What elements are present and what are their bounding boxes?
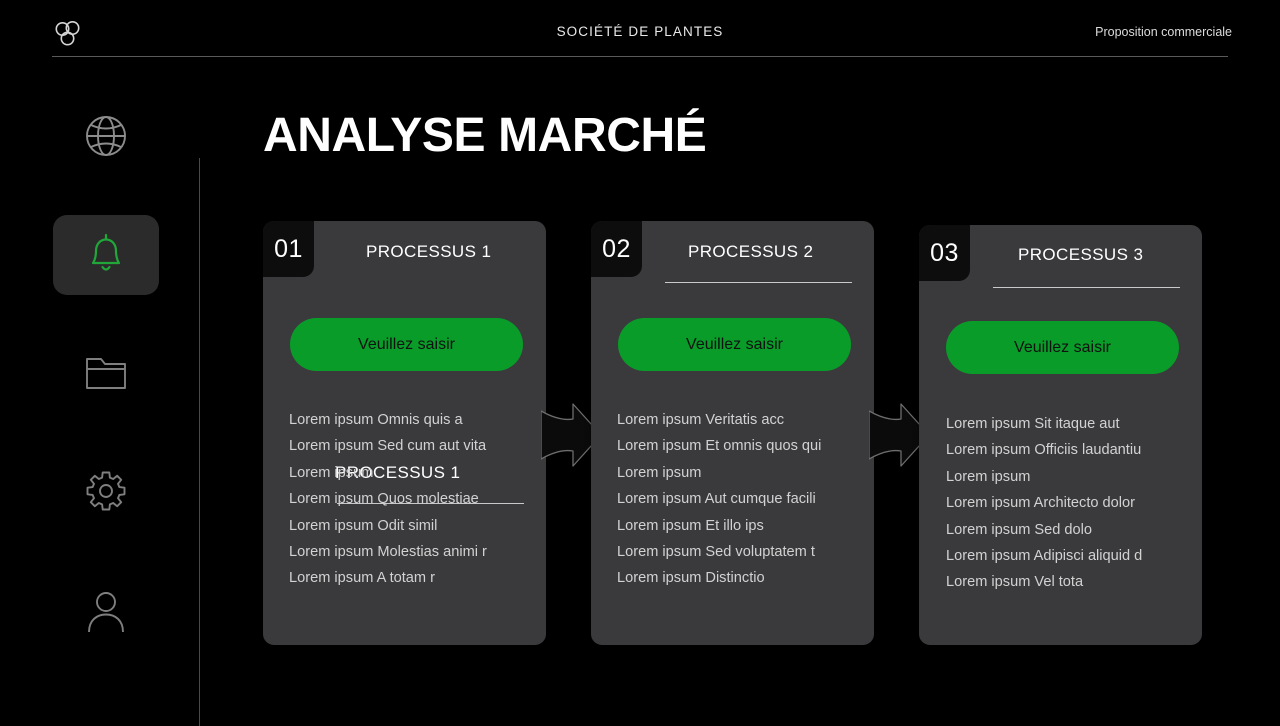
list-item: Lorem ipsum Molestias animi r — [289, 544, 487, 561]
sidebar-divider — [199, 158, 200, 726]
flow-connector-2 — [868, 398, 931, 472]
list-item: Lorem ipsum Sed voluptatem t — [617, 544, 815, 561]
card-item-list-1: Lorem ipsum Omnis quis a Lorem ipsum Sed… — [289, 407, 487, 592]
sidebar-item-notifications[interactable] — [53, 215, 159, 295]
list-item: Lorem ipsum Architecto dolor — [946, 495, 1135, 512]
gear-icon — [82, 467, 130, 520]
sidebar-item-account[interactable] — [53, 575, 159, 651]
card-heading: PROCESSUS 1 — [335, 463, 461, 482]
user-icon — [83, 587, 129, 640]
list-item: Lorem ipsum Vel tota — [946, 574, 1084, 591]
list-item: Lorem ipsum Distinctio — [617, 570, 765, 587]
arrow-right-icon — [868, 403, 930, 467]
process-card-1[interactable]: 01 PROCESSUS 1 Veuillez saisir Lorem ips… — [263, 221, 546, 645]
list-item: Lorem ipsum — [617, 464, 702, 481]
arrow-right-icon — [540, 403, 602, 467]
list-item: Lorem ipsum Officiis laudantiu — [946, 442, 1142, 459]
sidebar-item-globe[interactable] — [53, 100, 159, 176]
list-item: Lorem ipsum Aut cumque facili — [617, 491, 816, 508]
list-item: Lorem ipsum — [289, 464, 374, 481]
folder-icon — [83, 352, 129, 399]
sidebar — [0, 70, 200, 726]
process-card-3[interactable]: 03 Veuillez saisir Lorem ipsum Sit itaqu… — [919, 225, 1202, 645]
card-heading-2: PROCESSUS 2 — [688, 242, 814, 261]
card-heading-3: PROCESSUS 3 — [1018, 245, 1144, 264]
top-header: SOCIÉTÉ DE PLANTES Proposition commercia… — [0, 0, 1280, 58]
document-type-label: Proposition commerciale — [1095, 25, 1232, 39]
page-title: ANALYSE MARCHÉ — [263, 109, 707, 162]
sidebar-item-files[interactable] — [53, 337, 159, 413]
process-card-2[interactable]: 02 Veuillez saisir Lorem ipsum Veritatis… — [591, 221, 874, 645]
cta-button-2[interactable]: Veuillez saisir — [618, 318, 851, 371]
flow-connector-1 — [540, 398, 603, 472]
list-item: Lorem ipsum Sed cum aut vita — [289, 438, 487, 455]
card-heading-1: PROCESSUS 1 — [366, 242, 492, 261]
globe-icon — [82, 112, 130, 165]
list-item: Lorem ipsum — [946, 468, 1031, 485]
sidebar-item-settings[interactable] — [53, 455, 159, 531]
card-heading-underline — [337, 503, 524, 504]
bell-icon — [82, 228, 130, 283]
card-item-list-3: Lorem ipsum Sit itaque aut Lorem ipsum O… — [946, 411, 1142, 596]
header-divider — [52, 56, 1228, 57]
list-item: Lorem ipsum Omnis quis a — [289, 412, 463, 428]
company-name: SOCIÉTÉ DE PLANTES — [556, 24, 724, 39]
list-item: Lorem ipsum Sed dolo — [946, 521, 1093, 538]
three-circles-logo-icon[interactable] — [53, 20, 83, 48]
card-heading-underline — [665, 282, 852, 283]
card-number-badge: 02 — [591, 221, 642, 277]
list-item: Lorem ipsum Quos molestiae — [289, 491, 479, 508]
card-number-badge: 01 — [263, 221, 314, 277]
list-item: Lorem ipsum Odit simil — [289, 517, 438, 534]
card-heading-underline — [993, 287, 1180, 288]
list-item: Lorem ipsum Adipisci aliquid d — [946, 548, 1143, 565]
list-item: Lorem ipsum A totam r — [289, 570, 435, 587]
card-number-badge: 03 — [919, 225, 970, 281]
card-item-list-2: Lorem ipsum Veritatis acc Lorem ipsum Et… — [617, 407, 821, 592]
list-item: Lorem ipsum Et omnis quos qui — [617, 438, 822, 455]
list-item: Lorem ipsum Veritatis acc — [617, 412, 785, 428]
list-item: Lorem ipsum Sit itaque aut — [946, 416, 1120, 432]
cta-button-1[interactable]: Veuillez saisir — [290, 318, 523, 371]
cta-button-3[interactable]: Veuillez saisir — [946, 321, 1179, 374]
list-item: Lorem ipsum Et illo ips — [617, 517, 764, 534]
